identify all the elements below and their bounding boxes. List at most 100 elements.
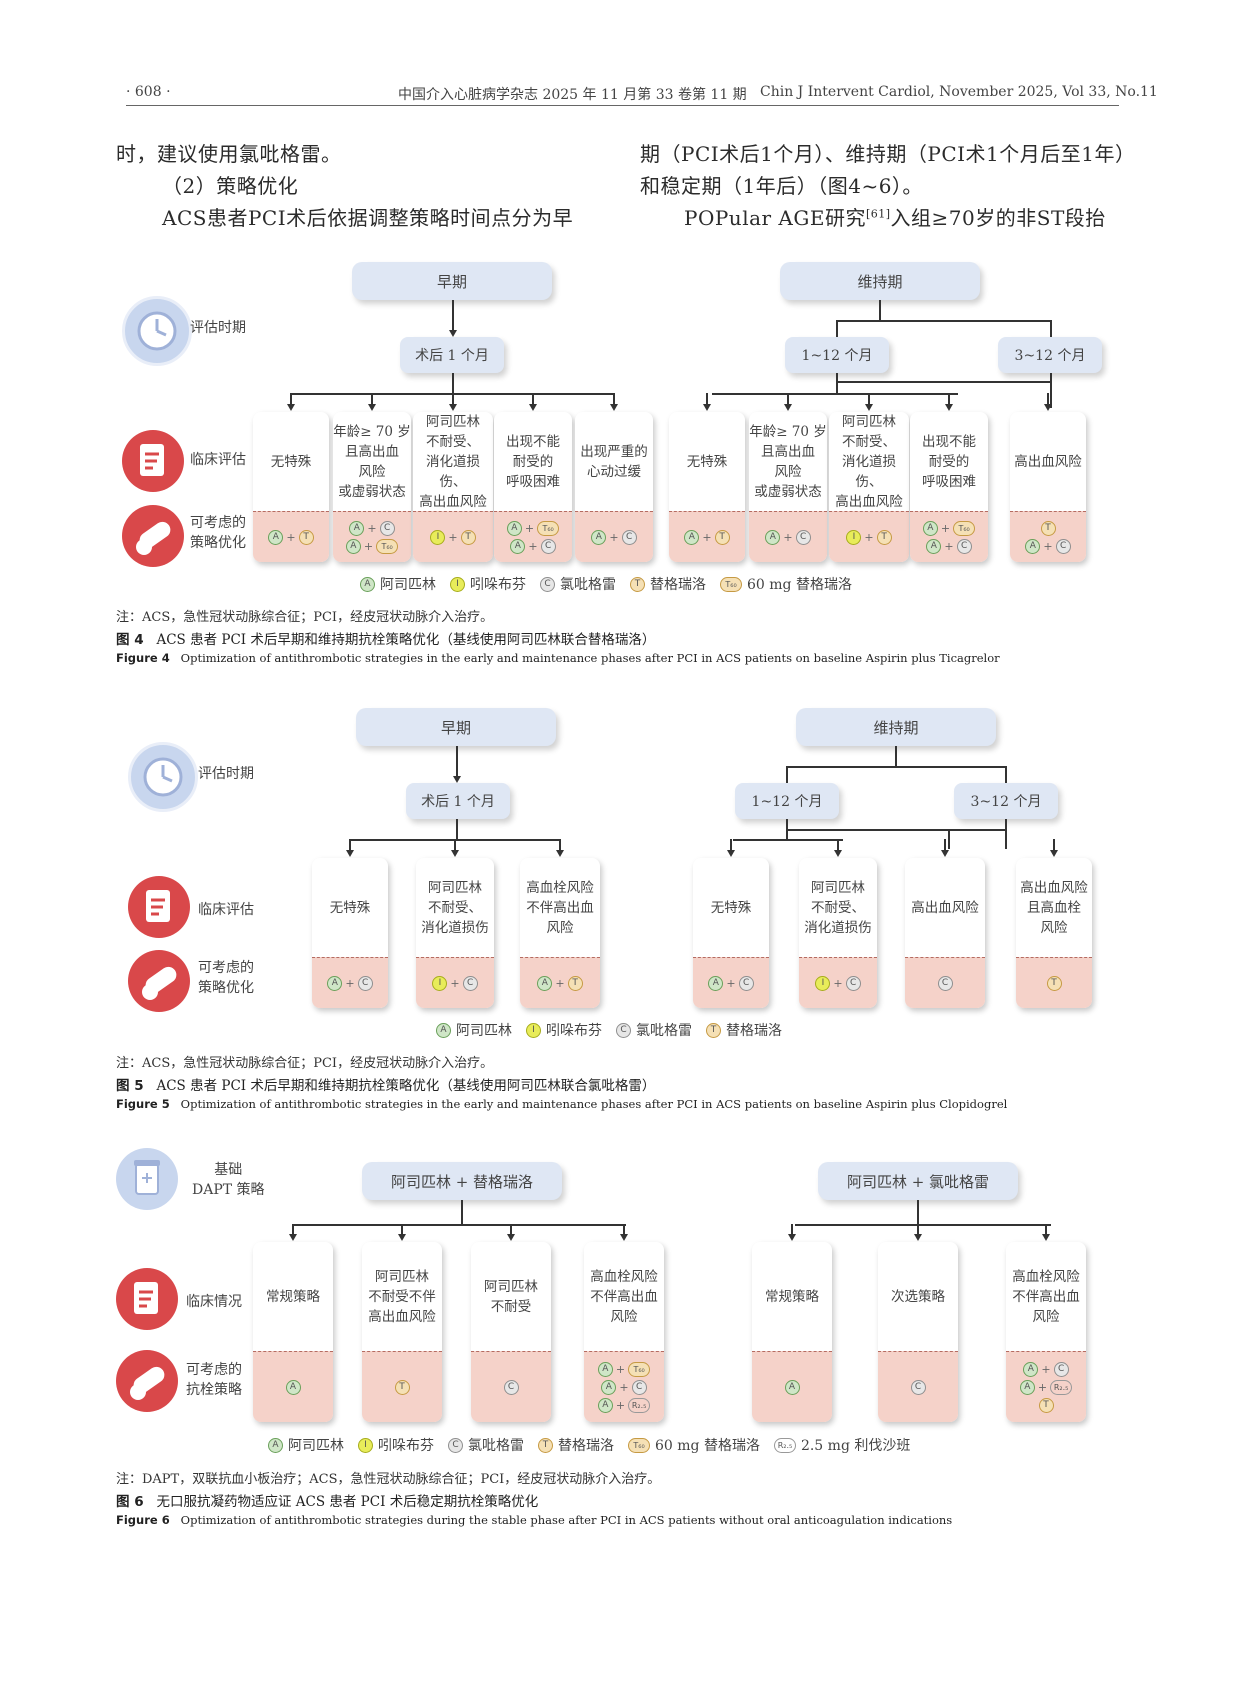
strategy-options: T xyxy=(362,1351,442,1422)
drug-chip-t: T xyxy=(538,1437,553,1453)
plus-sign: + xyxy=(1037,1380,1048,1394)
plus-sign: + xyxy=(940,521,951,535)
page-number: · 608 · xyxy=(126,84,171,100)
arrow xyxy=(398,1234,406,1241)
body-right-line1: 期（PCI术后1个月）、维持期（PCI术1个月后至1年） xyxy=(640,142,1136,166)
connector xyxy=(791,1224,793,1234)
connector xyxy=(454,839,456,850)
strategy-combo: I+T xyxy=(430,529,476,545)
connector xyxy=(1047,393,1049,404)
condition-label: 无特殊 xyxy=(270,454,312,470)
connector xyxy=(349,839,351,850)
drug-chip-c: C xyxy=(379,520,395,536)
arrow xyxy=(1044,404,1052,411)
connector xyxy=(290,393,292,404)
condition-label: 高出血风险 xyxy=(1014,454,1082,470)
strategy-combo: T xyxy=(1038,1397,1054,1413)
legend-label: 吲哚布芬 xyxy=(546,1023,602,1039)
connector xyxy=(837,839,839,850)
plus-sign: + xyxy=(702,530,712,544)
arrow xyxy=(346,850,354,857)
strategy-combo: A+C xyxy=(926,538,972,554)
drug-chip-c: C xyxy=(910,1379,926,1395)
drug-chip-c: C xyxy=(795,529,811,545)
body-left-line2: （2）策略优化 xyxy=(162,174,299,198)
drug-chip-a: A xyxy=(506,520,522,536)
strategy-options: C xyxy=(905,957,985,1008)
drug-chip-a: A xyxy=(765,529,781,545)
strategy-options: A+C xyxy=(749,511,827,562)
arrow xyxy=(289,1234,297,1241)
dapt-ticagrelor-node: 阿司匹林 + 替格瑞洛 xyxy=(362,1162,562,1200)
plus-sign: + xyxy=(833,976,843,990)
connector xyxy=(456,746,458,776)
drug-chip-c: C xyxy=(462,975,478,991)
drug-chip-i: I xyxy=(358,1437,373,1453)
legend-label: 替格瑞洛 xyxy=(650,577,706,593)
condition-label: 高血栓风险 不伴高出血 风险 xyxy=(526,880,594,936)
drug-chip-t60: T₆₀ xyxy=(953,520,976,536)
fig5-caption-zh: 图 5 ACS 患者 PCI 术后早期和维持期抗栓策略优化（基线使用阿司匹林联合… xyxy=(116,1078,656,1094)
clock-icon xyxy=(128,742,198,812)
legend-label: 替格瑞洛 xyxy=(726,1023,782,1039)
journal-title-en: Chin J Intervent Cardiol, November 2025,… xyxy=(760,84,1158,100)
clock-icon xyxy=(122,296,192,366)
connector xyxy=(452,373,454,393)
plus-sign: + xyxy=(615,1362,626,1376)
drug-chip-t: T xyxy=(394,1379,410,1395)
assess-time-label: 评估时期 xyxy=(198,766,254,782)
antithrombotic-label: 可考虑的 抗栓策略 xyxy=(186,1362,242,1398)
condition-label: 常规策略 xyxy=(765,1289,819,1305)
connector xyxy=(786,829,1006,831)
arrow xyxy=(784,404,792,411)
strategy-combo: I+C xyxy=(432,975,478,991)
strategy-combo: A+T xyxy=(684,529,730,545)
early-sub-node: 术后 1 个月 xyxy=(406,783,510,819)
assess-time-label: 评估时期 xyxy=(190,320,246,336)
connector xyxy=(371,393,373,404)
strategy-options: I+C xyxy=(799,957,877,1008)
drug-chip-a: A xyxy=(708,975,724,991)
connector xyxy=(461,1200,463,1224)
pill-icon xyxy=(116,1350,178,1412)
arrow xyxy=(529,404,537,411)
drug-chip-a: A xyxy=(1025,538,1041,554)
arrow xyxy=(453,776,461,783)
connector xyxy=(401,1224,403,1234)
arrow xyxy=(451,850,459,857)
drug-chip-c: C xyxy=(503,1379,519,1395)
arrow xyxy=(620,1234,628,1241)
drug-chip-t60: T₆₀ xyxy=(720,576,742,592)
condition-label: 无特殊 xyxy=(710,900,752,916)
strategy-options: C xyxy=(471,1351,551,1422)
strategy-combo: C xyxy=(937,975,953,991)
connector xyxy=(917,1200,919,1224)
strategy-combo: C xyxy=(503,1379,519,1395)
strategy-options: I+T xyxy=(829,511,909,562)
strategy-combo: A+R₂.₅ xyxy=(597,1397,651,1413)
strategy-combo: T xyxy=(1046,975,1062,991)
strategy-label: 可考虑的 策略优化 xyxy=(190,515,246,551)
arrow xyxy=(449,404,457,411)
fig5-note: 注：ACS，急性冠状动脉综合征；PCI，经皮冠状动脉介入治疗。 xyxy=(116,1056,494,1071)
fig6-caption-en: Figure 6 Optimization of antithrombotic … xyxy=(116,1513,953,1527)
legend-label: 60 mg 替格瑞洛 xyxy=(655,1438,760,1454)
early-phase-node: 早期 xyxy=(356,708,556,746)
arrow xyxy=(914,1234,922,1241)
legend-label: 氯吡格雷 xyxy=(560,577,616,593)
plus-sign: + xyxy=(450,976,460,990)
plus-sign: + xyxy=(1041,1362,1051,1376)
strategy-options: A xyxy=(253,1351,333,1422)
